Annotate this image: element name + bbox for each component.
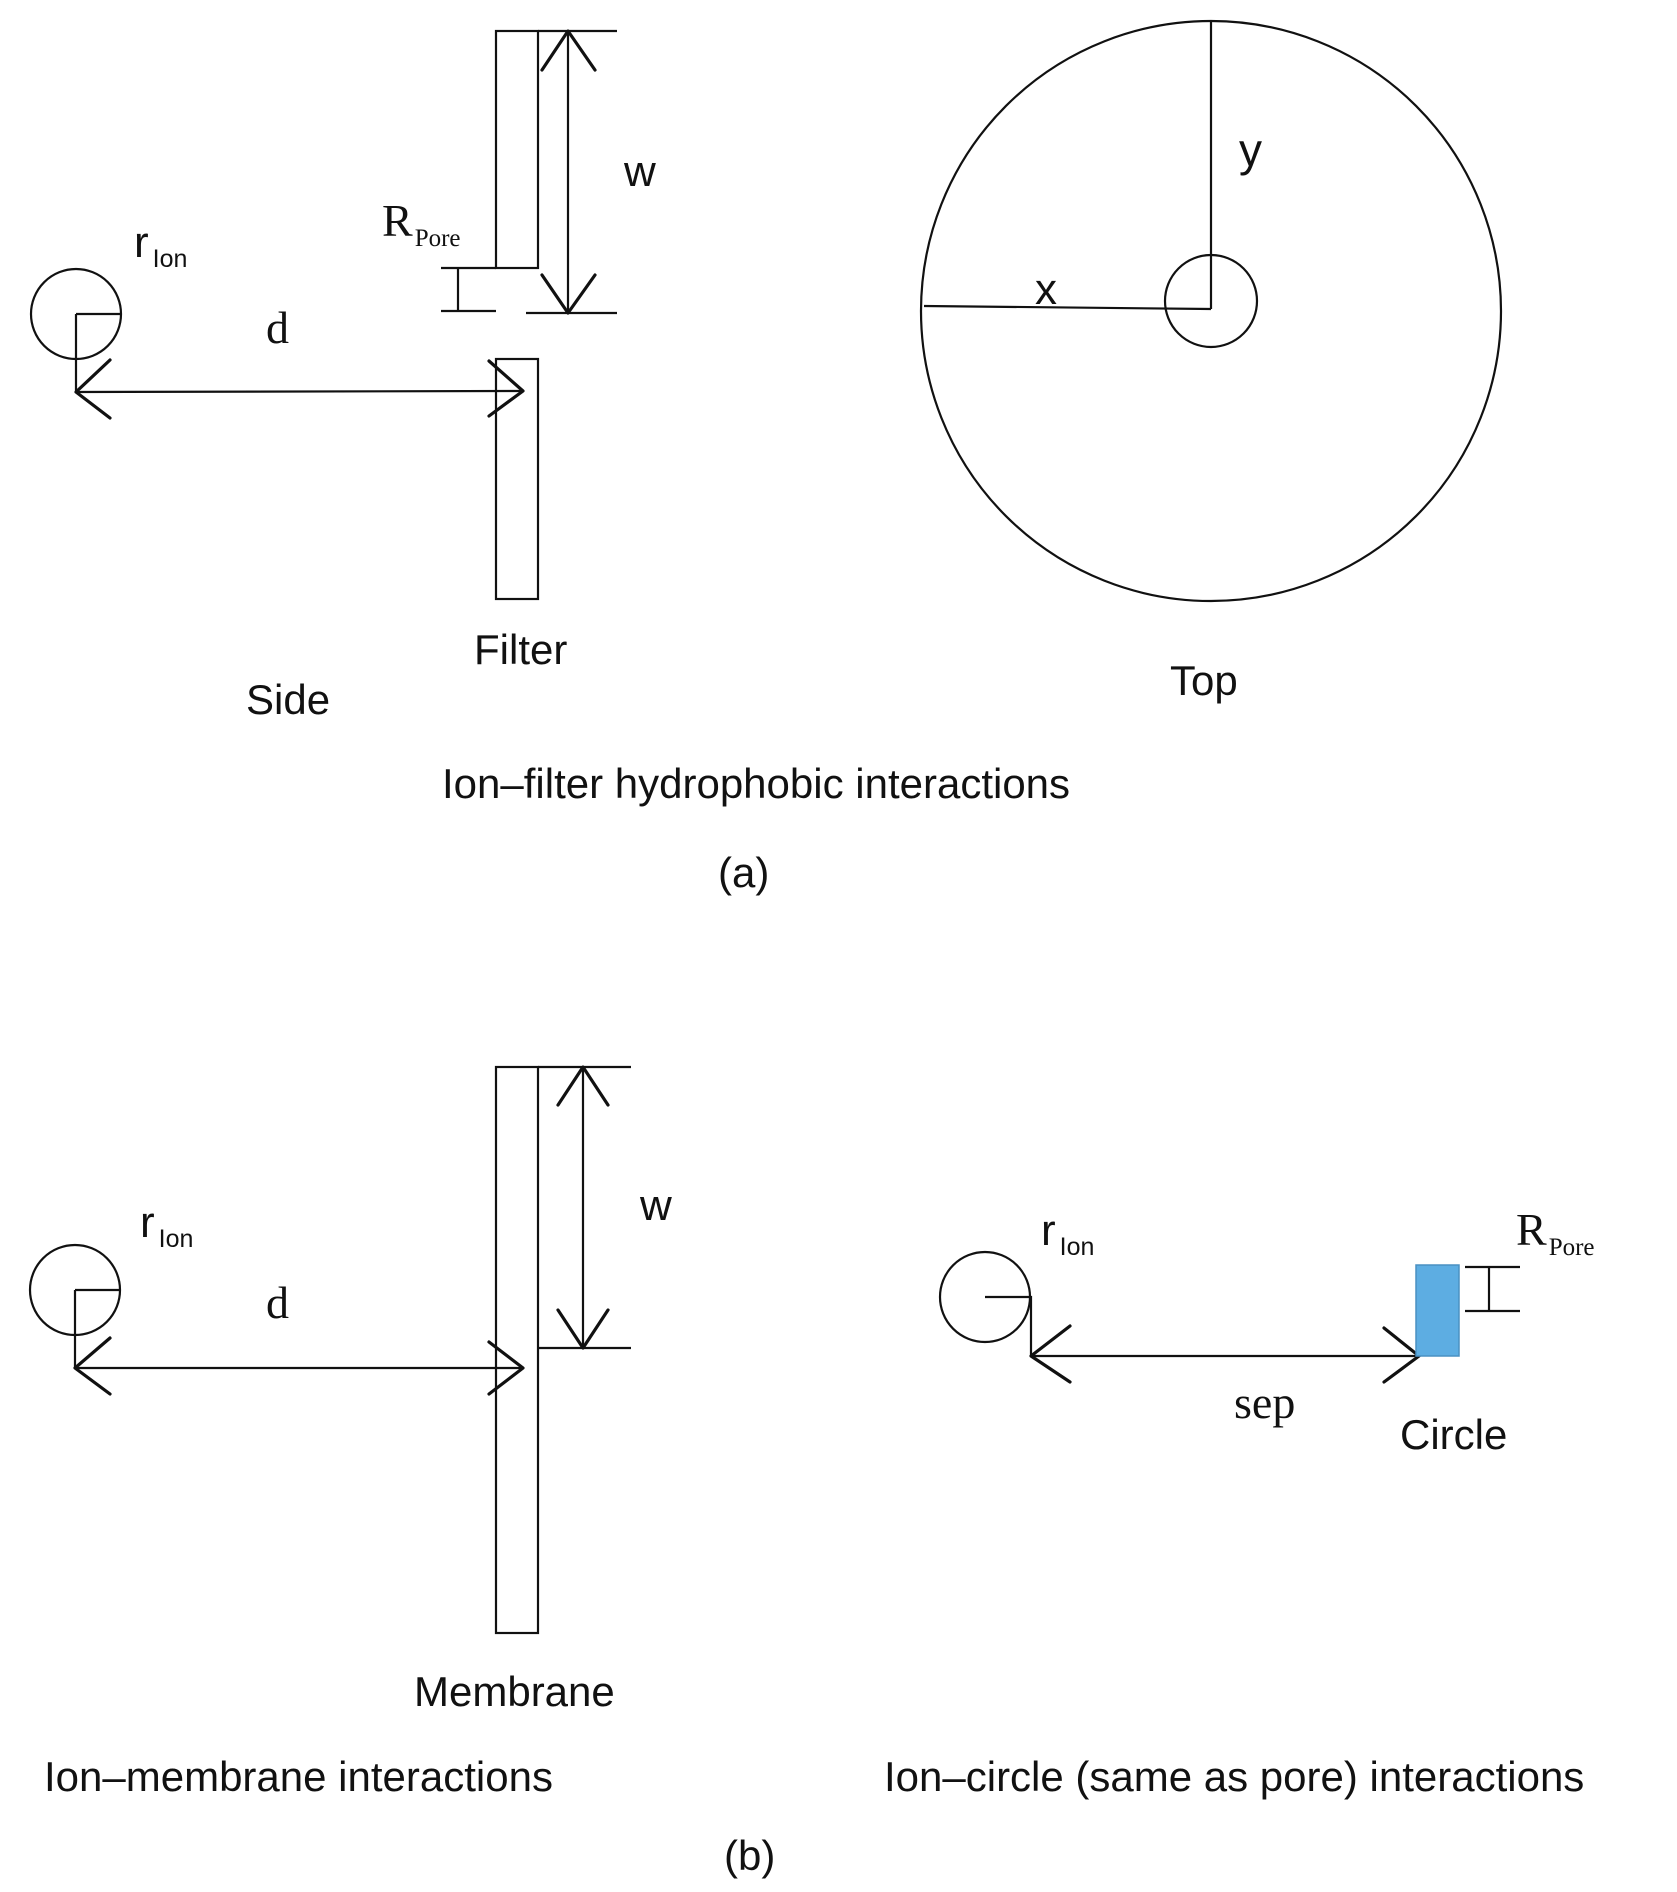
separation-label: sep — [1234, 1377, 1295, 1428]
panel-b-tag: (b) — [724, 1832, 775, 1879]
x-label: x — [1035, 265, 1057, 314]
circle-label: Circle — [1400, 1411, 1507, 1458]
width-dimension — [526, 29, 617, 315]
distance-label: d — [266, 302, 289, 353]
panel-a-top-view: x y Top — [919, 19, 1503, 704]
top-view-label: Top — [1170, 657, 1238, 704]
x-radius-line — [923, 304, 1212, 311]
width-label: w — [639, 1181, 672, 1230]
side-view-label: Side — [246, 676, 330, 723]
pore-radius-label: RPore — [382, 195, 461, 252]
width-dimension — [538, 1065, 631, 1350]
filter-lower-wall — [494, 357, 540, 601]
pore-radius-label: RPore — [1516, 1204, 1595, 1261]
pore-radius-marker — [441, 266, 496, 313]
ion-radius-marker — [73, 1288, 121, 1368]
pore-radius-marker — [1465, 1265, 1520, 1313]
circle-title: Ion–circle (same as pore) interactions — [884, 1753, 1584, 1800]
distance-arrow — [74, 358, 525, 420]
membrane-title: Ion–membrane interactions — [44, 1753, 553, 1800]
filter-upper-wall — [494, 29, 540, 270]
width-label: w — [623, 147, 656, 196]
filter-label: Filter — [474, 626, 567, 673]
distance-label: d — [266, 1277, 289, 1328]
panel-a-tag: (a) — [718, 849, 769, 896]
separation-arrow — [1029, 1324, 1421, 1384]
distance-arrow — [73, 1336, 525, 1396]
ion-radius-marker — [985, 1295, 1033, 1356]
ion-radius-marker — [74, 312, 121, 392]
y-label: y — [1239, 124, 1262, 176]
panel-a-title: Ion–filter hydrophobic interactions — [442, 760, 1070, 807]
membrane-label: Membrane — [414, 1668, 615, 1715]
membrane — [494, 1065, 540, 1635]
pore-circle-block — [1415, 1264, 1460, 1357]
